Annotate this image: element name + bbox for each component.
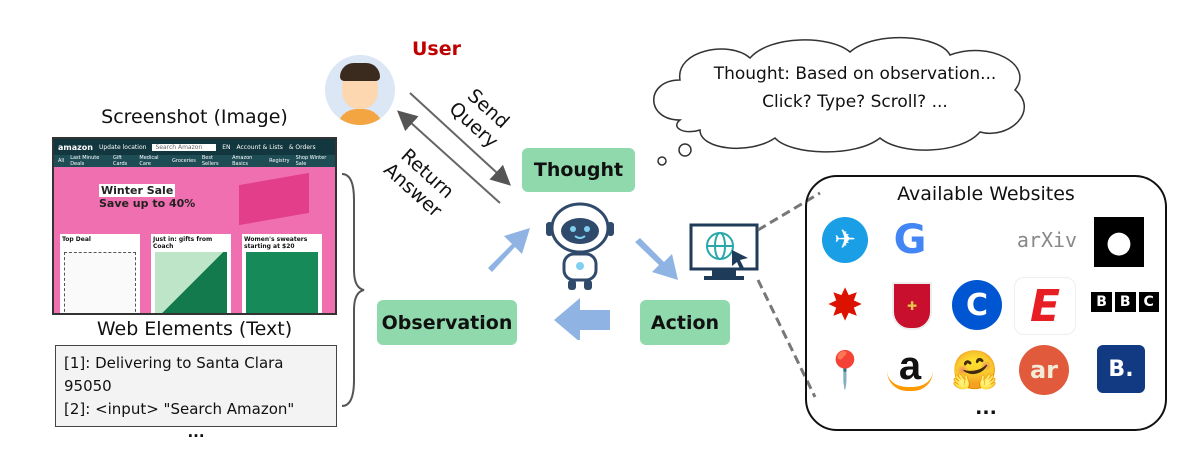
screenshot-title: Screenshot (Image) [101, 106, 288, 128]
huggingface-icon: 🤗 [951, 347, 999, 392]
booking-icon: B. [1097, 345, 1145, 393]
computer-monitor-icon [689, 223, 759, 280]
amazon-icon: a [887, 344, 933, 391]
flights-icon: ✈ [822, 217, 868, 263]
send-query-arrow [409, 92, 511, 186]
github-icon: ● [1094, 217, 1144, 267]
thought-bubble [653, 36, 1026, 166]
cambridge-icon: ✚ [892, 282, 932, 330]
web-elements-list: [1]: Delivering to Santa Clara 95050 [2]… [55, 345, 337, 441]
cycle-arrows [488, 228, 678, 340]
user-avatar [325, 55, 395, 125]
return-answer-arrow [397, 110, 501, 204]
allrecipes-icon: ar [1019, 345, 1069, 395]
brace [341, 173, 365, 407]
websites-title: Available Websites [897, 183, 1075, 205]
observation-node: Observation [377, 300, 517, 345]
robot-agent-icon [546, 202, 614, 290]
query-arrows [397, 92, 511, 204]
element-item: ... [187, 423, 205, 441]
apple-icon [952, 217, 998, 263]
action-node: Action [640, 300, 730, 345]
google-maps-icon: 📍 [822, 350, 868, 391]
action-to-observation-arrow [554, 298, 610, 340]
thought-text-line2: Click? Type? Scroll? ... [762, 92, 948, 112]
wolfram-icon: ✸ [826, 279, 864, 331]
thought-node: Thought [522, 148, 635, 192]
observation-to-thought-arrow [488, 228, 530, 272]
thought-text-line1: Thought: Based on observation... [713, 64, 997, 84]
espn-icon: E [1014, 277, 1076, 335]
user-label: User [412, 38, 461, 60]
web-elements-title: Web Elements (Text) [96, 318, 293, 340]
thought-to-action-arrow [635, 238, 678, 280]
element-item: [1]: Delivering to Santa Clara 95050 [64, 354, 284, 395]
element-item: [2]: <input> "Search Amazon" [64, 400, 295, 418]
coursera-icon: C [952, 280, 1002, 330]
google-icon: G [893, 217, 927, 263]
arxiv-icon: arXiv [1016, 228, 1078, 252]
available-websites-panel: Available Websites ✈ G arXiv ● ✸ ✚ C E B… [805, 175, 1167, 431]
more-websites: ... [975, 397, 997, 419]
